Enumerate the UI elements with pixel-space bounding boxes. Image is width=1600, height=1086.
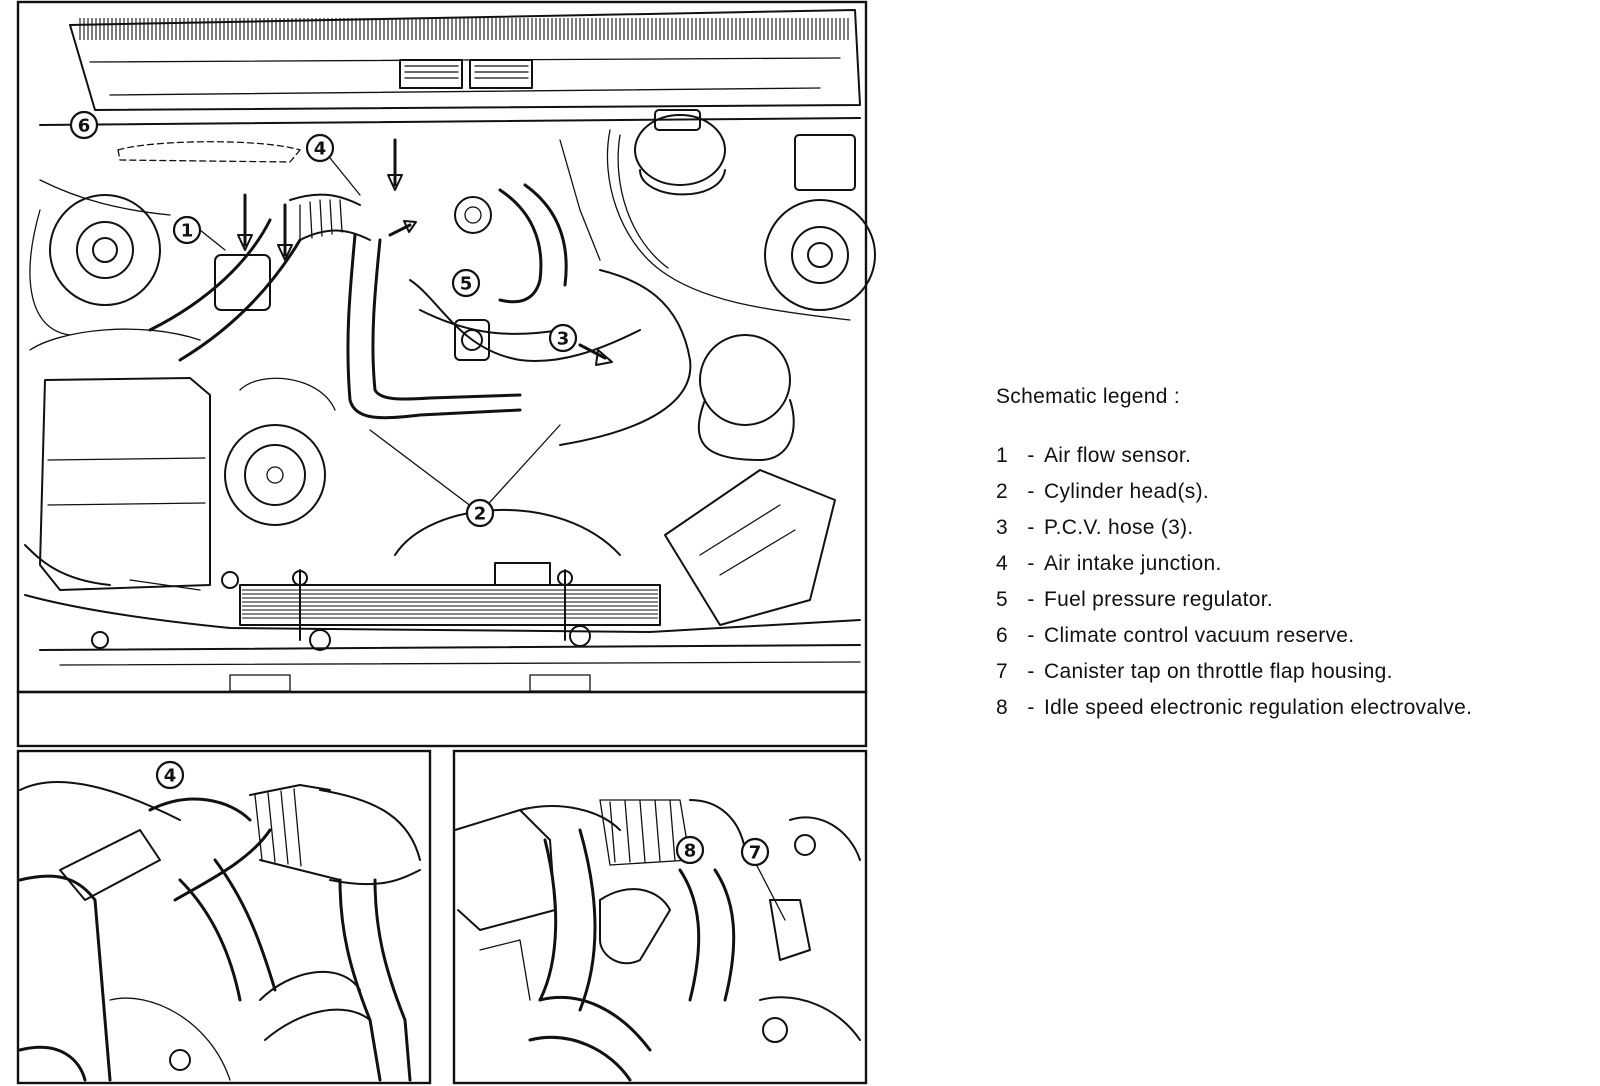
legend-item: 6-Climate control vacuum reserve.: [996, 618, 1596, 654]
legend-item: 2-Cylinder head(s).: [996, 474, 1596, 510]
legend-item-text: Air intake junction.: [1044, 552, 1222, 575]
inset-right-callout-8: 8: [675, 835, 705, 865]
air-filter-box: [29, 328, 211, 591]
fan-shroud: [394, 508, 621, 556]
legend-item-text: Fuel pressure regulator.: [1044, 588, 1273, 611]
svg-text:4: 4: [164, 766, 177, 787]
svg-text:1: 1: [181, 221, 194, 242]
legend-item-text: P.C.V. hose (3).: [1044, 516, 1194, 539]
legend-list: 1-Air flow sensor.2-Cylinder head(s).3-P…: [996, 438, 1596, 726]
inset-left-callout-4: 4: [155, 760, 185, 790]
brake-master-cylinder: [634, 109, 795, 461]
callout-2: 2: [465, 498, 495, 528]
legend-item-dash: -: [1027, 444, 1035, 467]
right-strut-tower: [764, 199, 876, 311]
svg-text:7: 7: [749, 843, 762, 864]
fuel-pressure-regulator: [454, 196, 492, 361]
relay-box: [794, 134, 856, 191]
inset-right-view: 8 7: [452, 749, 868, 1085]
callout-5: 5: [451, 268, 481, 298]
legend-item: 8-Idle speed electronic regulation elect…: [996, 690, 1596, 726]
legend-item-text: Canister tap on throttle flap housing.: [1044, 660, 1393, 683]
legend-item-number: 5: [996, 588, 1008, 611]
legend-item-dash: -: [1027, 480, 1035, 503]
svg-text:8: 8: [684, 841, 697, 862]
legend-item-number: 7: [996, 660, 1008, 683]
legend-item-dash: -: [1027, 588, 1035, 611]
legend-item-number: 6: [996, 624, 1008, 647]
intake-duct: [148, 193, 371, 362]
legend-item: 3-P.C.V. hose (3).: [996, 510, 1596, 546]
indicator-arrows: [237, 138, 613, 366]
legend-item-number: 1: [996, 444, 1008, 467]
svg-text:4: 4: [314, 139, 327, 160]
legend-item-text: Air flow sensor.: [1044, 444, 1192, 467]
schematic-legend: Schematic legend : 1-Air flow sensor.2-C…: [996, 385, 1596, 726]
legend-item: 5-Fuel pressure regulator.: [996, 582, 1596, 618]
legend-item-dash: -: [1027, 696, 1035, 719]
callout-6: 6: [69, 110, 99, 140]
cowl-grille: [69, 9, 861, 111]
legend-item-number: 3: [996, 516, 1008, 539]
callout-3: 3: [548, 323, 578, 353]
legend-item: 1-Air flow sensor.: [996, 438, 1596, 474]
legend-item-dash: -: [1027, 624, 1035, 647]
legend-title: Schematic legend :: [996, 385, 1181, 408]
callout-1: 1: [172, 215, 202, 245]
legend-item-dash: -: [1027, 660, 1035, 683]
legend-item-dash: -: [1027, 552, 1035, 575]
legend-item-text: Cylinder head(s).: [1044, 480, 1209, 503]
main-engine-view: 1 2 3 4 5 6: [16, 0, 876, 748]
legend-item-number: 4: [996, 552, 1008, 575]
hoses: [346, 183, 692, 446]
svg-text:6: 6: [78, 116, 91, 137]
inset-right-callout-7: 7: [740, 837, 770, 867]
engine-bay-figure: 1 2 3 4 5 6 4: [16, 0, 876, 1085]
battery: [664, 469, 836, 626]
legend-item-text: Climate control vacuum reserve.: [1044, 624, 1355, 647]
inset-left-view: 4: [16, 749, 432, 1085]
svg-text:5: 5: [460, 274, 473, 295]
legend-item-dash: -: [1027, 516, 1035, 539]
legend-item: 4-Air intake junction.: [996, 546, 1596, 582]
radiator: [239, 562, 661, 651]
left-strut-tower: [29, 194, 161, 336]
svg-text:3: 3: [557, 329, 570, 350]
legend-item-text: Idle speed electronic regulation electro…: [1044, 696, 1473, 719]
legend-item-number: 8: [996, 696, 1008, 719]
legend-item: 7-Canister tap on throttle flap housing.: [996, 654, 1596, 690]
callout-4: 4: [305, 133, 335, 163]
svg-text:2: 2: [474, 504, 487, 525]
legend-item-number: 2: [996, 480, 1008, 503]
alternator: [224, 377, 336, 526]
